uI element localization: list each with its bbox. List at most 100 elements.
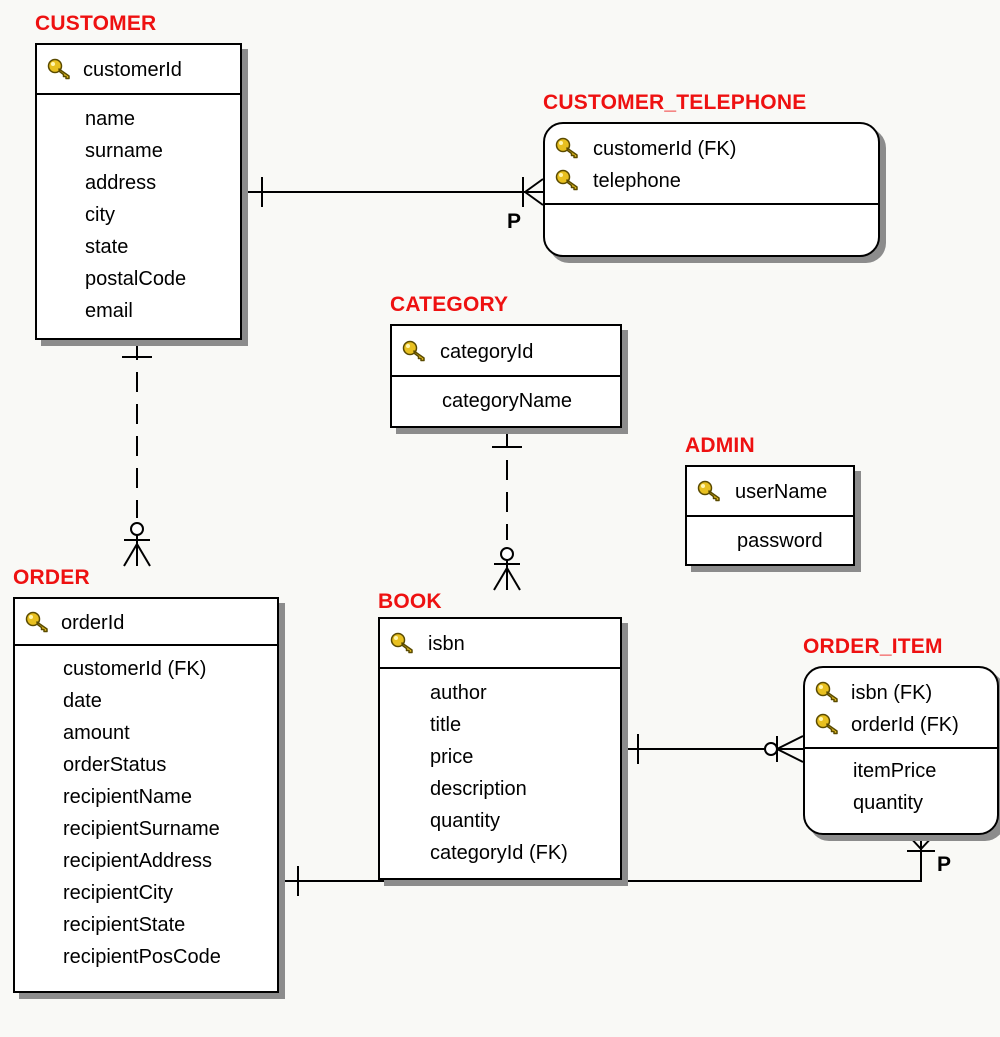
attribute-label: date <box>63 690 102 712</box>
attribute: recipientAddress <box>15 845 277 877</box>
attribute-label: recipientState <box>63 914 186 936</box>
key-attribute: userName <box>687 476 853 508</box>
attribute-label: author <box>430 682 487 704</box>
attribute: orderStatus <box>15 749 277 781</box>
attribute-label: surname <box>85 140 163 162</box>
attribute: recipientName <box>15 781 277 813</box>
key-icon <box>555 137 581 159</box>
attribute: itemPrice <box>805 755 997 787</box>
attribute-label: recipientPosCode <box>63 946 221 968</box>
key-attribute: isbn (FK) <box>805 677 997 709</box>
attribute-label: quantity <box>853 792 924 814</box>
attribute: postalCode <box>37 263 240 295</box>
key-attribute: telephone <box>545 165 878 197</box>
attribute: city <box>37 199 240 231</box>
key-icon <box>390 632 416 654</box>
key-attribute: orderId <box>15 607 277 639</box>
entity-book[interactable]: isbn author title price description quantity c… <box>378 617 622 880</box>
attribute: name <box>37 103 240 135</box>
attribute: password <box>687 525 853 557</box>
attribute: title <box>380 709 620 741</box>
attribute-label: description <box>430 778 527 800</box>
attribute-label: address <box>85 172 157 194</box>
entity-order-item[interactable]: isbn (FK) orderId (FK) itemPrice quantity <box>803 666 999 835</box>
attribute-label: orderStatus <box>63 754 167 776</box>
attribute: date <box>15 685 277 717</box>
attribute-label: categoryName <box>442 390 573 412</box>
relationship-category-book <box>492 428 522 591</box>
attribute: categoryId (FK) <box>380 837 620 869</box>
attribute-label: email <box>85 300 133 322</box>
entity-customer[interactable]: customerId name surname address city state pos… <box>35 43 242 340</box>
key-attribute: categoryId <box>392 336 620 368</box>
key-icon <box>47 58 73 80</box>
attribute: price <box>380 741 620 773</box>
key-attribute-label: isbn <box>428 633 465 655</box>
attribute: description <box>380 773 620 805</box>
primary-key-section: categoryId <box>392 326 620 377</box>
entity-category[interactable]: categoryId categoryName <box>390 324 622 428</box>
attribute: surname <box>37 135 240 167</box>
primary-key-section: orderId <box>15 599 277 646</box>
attribute: quantity <box>380 805 620 837</box>
identifying-relationship-label: P <box>507 210 522 233</box>
entity-customer-telephone[interactable]: customerId (FK)telephone <box>543 122 880 257</box>
key-attribute: isbn <box>380 628 620 660</box>
key-icon <box>555 169 581 191</box>
attribute-label: password <box>737 530 823 552</box>
primary-key-section: customerId (FK)telephone <box>545 124 878 205</box>
entity-title-customer: CUSTOMER <box>35 12 157 35</box>
attribute-label: categoryId (FK) <box>430 842 568 864</box>
key-attribute: orderId (FK) <box>805 709 997 741</box>
primary-key-section: userName <box>687 467 853 517</box>
key-attribute-label: categoryId <box>440 340 534 363</box>
attribute-label: state <box>85 236 129 258</box>
identifying-relationship-label: P <box>937 853 952 876</box>
attribute-label: name <box>85 108 136 130</box>
attribute-label: title <box>430 714 462 736</box>
entity-title-order-item: ORDER_ITEM <box>803 635 943 658</box>
entity-title-admin: ADMIN <box>685 434 755 457</box>
primary-key-section: customerId <box>37 45 240 95</box>
attribute: author <box>380 677 620 709</box>
key-icon <box>815 681 841 703</box>
attribute: recipientCity <box>15 877 277 909</box>
attribute-label: itemPrice <box>853 760 937 782</box>
entity-title-category: CATEGORY <box>390 293 509 316</box>
attribute: state <box>37 231 240 263</box>
entity-title-book: BOOK <box>378 590 442 613</box>
key-icon <box>402 340 428 362</box>
attribute: address <box>37 167 240 199</box>
entity-title-customer-telephone: CUSTOMER_TELEPHONE <box>543 91 807 114</box>
attribute-label: postalCode <box>85 268 187 290</box>
key-attribute: customerId (FK) <box>545 133 878 165</box>
entity-admin[interactable]: userName password <box>685 465 855 566</box>
relationship-order-order-item <box>279 834 935 896</box>
attribute: recipientPosCode <box>15 941 277 973</box>
relationship-book-order-item <box>622 734 804 764</box>
attribute: recipientSurname <box>15 813 277 845</box>
attribute-label: customerId (FK) <box>63 658 207 680</box>
key-icon <box>25 611 51 633</box>
attribute: quantity <box>805 787 997 819</box>
attribute-label: price <box>430 746 474 768</box>
key-attribute-label: orderId <box>61 611 125 634</box>
entity-title-order: ORDER <box>13 566 90 589</box>
attribute-label: amount <box>63 722 130 744</box>
entity-order[interactable]: orderId customerId (FK) date amount orderSta… <box>13 597 279 993</box>
key-icon <box>697 480 723 502</box>
key-attribute-label: userName <box>735 481 828 503</box>
attribute: recipientState <box>15 909 277 941</box>
attribute-label: recipientAddress <box>63 850 212 872</box>
relationship-customer-order <box>122 340 152 567</box>
attribute-label: city <box>85 204 115 226</box>
key-icon <box>815 713 841 735</box>
attribute: customerId (FK) <box>15 653 277 685</box>
key-attribute-label: orderId (FK) <box>851 713 959 736</box>
attribute-label: quantity <box>430 810 501 832</box>
attribute: amount <box>15 717 277 749</box>
key-attribute-label: customerId <box>83 59 182 81</box>
key-attribute-label: isbn (FK) <box>851 681 933 704</box>
attribute: categoryName <box>392 385 620 417</box>
